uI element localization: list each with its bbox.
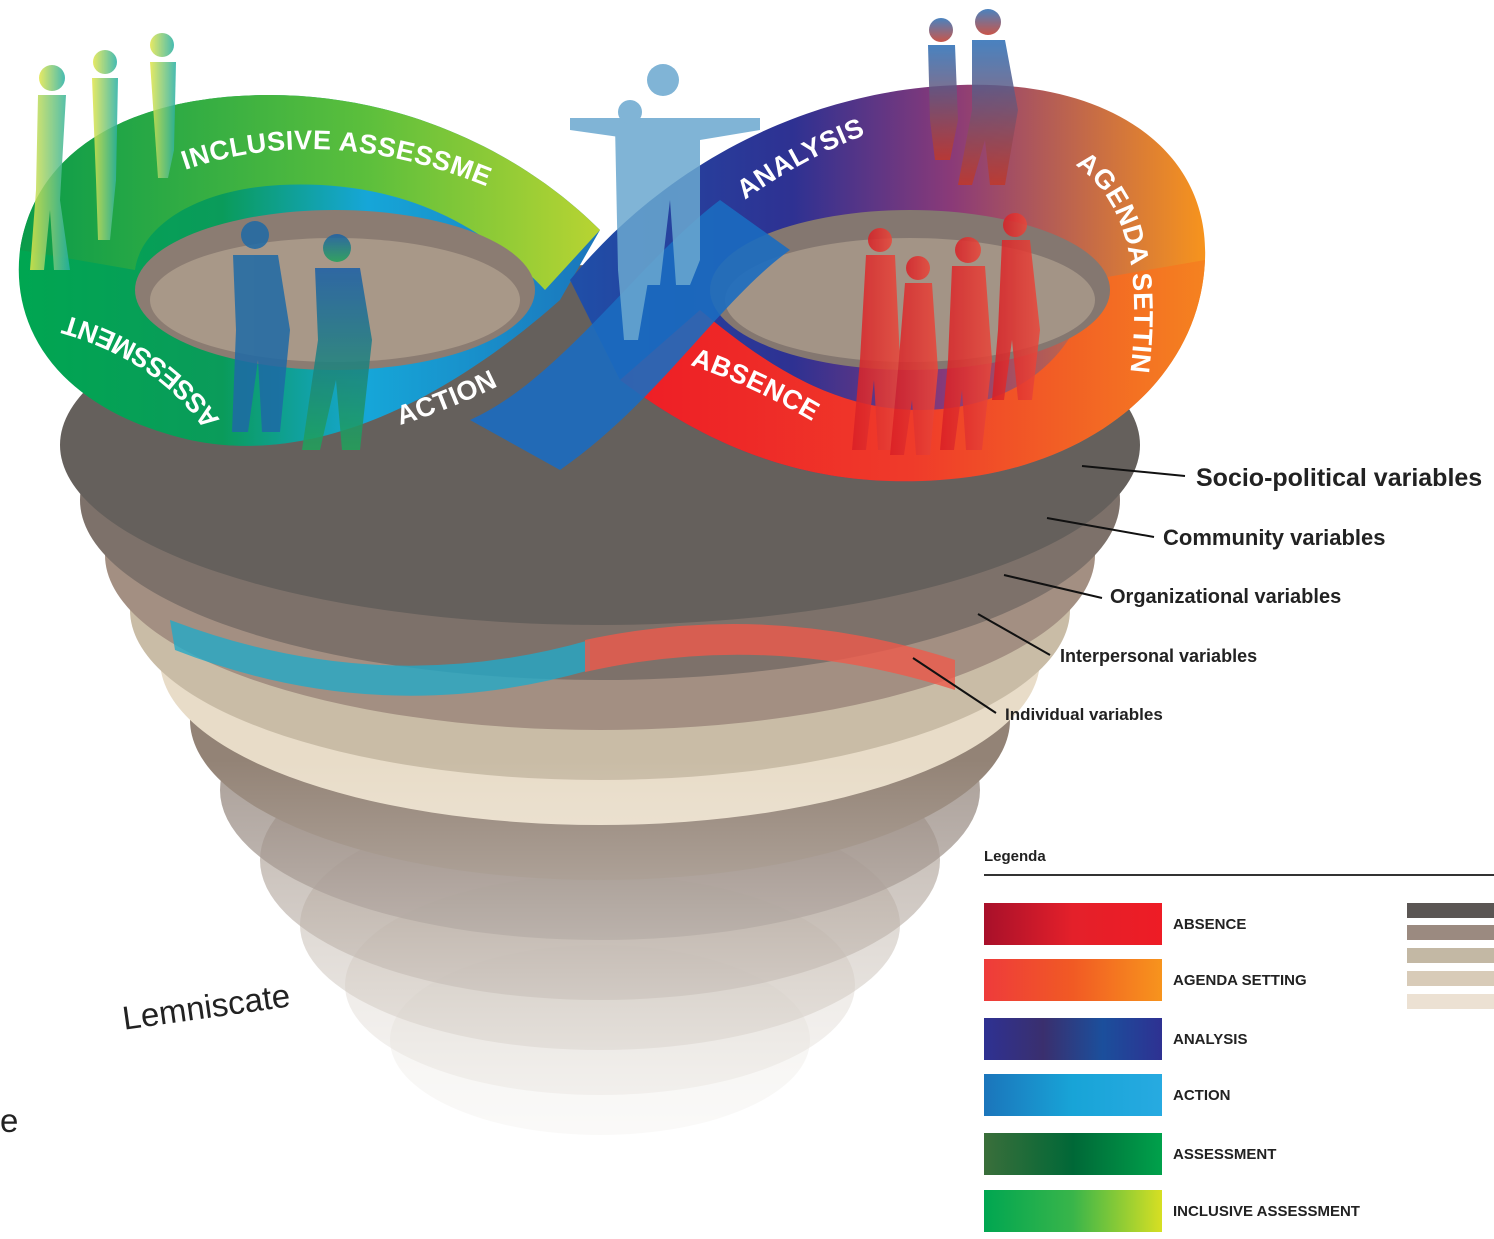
person-silhouette: [30, 33, 176, 270]
leader-line: [1046, 517, 1155, 538]
legend-swatch: [984, 1074, 1162, 1116]
legend: Legenda ABSENCE AGENDA SETTING ANALYSIS …: [984, 842, 1494, 1239]
legend-swatch: [984, 1190, 1162, 1232]
people-silhouettes: [30, 9, 1040, 455]
legend-title: Legenda: [984, 848, 1046, 865]
legend-item-analysis: ANALYSIS: [984, 1018, 1404, 1060]
legend-layer-swatch: [1407, 971, 1494, 986]
person-silhouette: [852, 213, 1040, 455]
layer-label-socio-political: Socio-political variables: [1196, 464, 1483, 492]
leader-line: [1081, 465, 1186, 477]
legend-label: AGENDA SETTING: [1173, 972, 1307, 989]
legend-layer-swatch: [1407, 994, 1494, 1009]
person-silhouette: [232, 221, 290, 432]
legend-swatch: [984, 1018, 1162, 1060]
legend-item-assessment: ASSESSMENT: [984, 1133, 1404, 1175]
legend-swatch: [984, 959, 1162, 1001]
leader-line: [912, 657, 997, 714]
legend-swatch: [984, 1133, 1162, 1175]
leader-line: [977, 613, 1051, 656]
legend-layer-swatch: [1407, 903, 1494, 918]
person-silhouette: [570, 64, 760, 340]
layer-label-organizational: Organizational variables: [1110, 586, 1342, 608]
person-silhouette: [302, 234, 372, 450]
legend-item-agenda-setting: AGENDA SETTING: [984, 959, 1404, 1001]
person-silhouette: [928, 9, 1018, 185]
layer-label-interpersonal: Interpersonal variables: [1060, 646, 1258, 666]
legend-layer-swatch: [1407, 925, 1494, 940]
layer-label-individual: Individual variables: [1005, 705, 1163, 724]
legend-label: INCLUSIVE ASSESSMENT: [1173, 1203, 1360, 1220]
legend-divider: [984, 874, 1494, 876]
layer-label-community: Community variables: [1163, 525, 1386, 550]
layer-leader-lines: [912, 465, 1186, 714]
legend-layer-swatch: [1407, 948, 1494, 963]
legend-item-action: ACTION: [984, 1074, 1404, 1116]
legend-swatch: [984, 903, 1162, 945]
legend-item-inclusive-assessment: INCLUSIVE ASSESSMENT: [984, 1190, 1404, 1232]
legend-label: ASSESSMENT: [1173, 1146, 1277, 1163]
legend-label: ABSENCE: [1173, 916, 1247, 933]
caption-fragment-e: e: [0, 1102, 19, 1139]
leader-line: [1003, 574, 1103, 599]
legend-label: ANALYSIS: [1173, 1031, 1248, 1048]
legend-label: ACTION: [1173, 1087, 1231, 1104]
legend-item-absence: ABSENCE: [984, 903, 1404, 945]
